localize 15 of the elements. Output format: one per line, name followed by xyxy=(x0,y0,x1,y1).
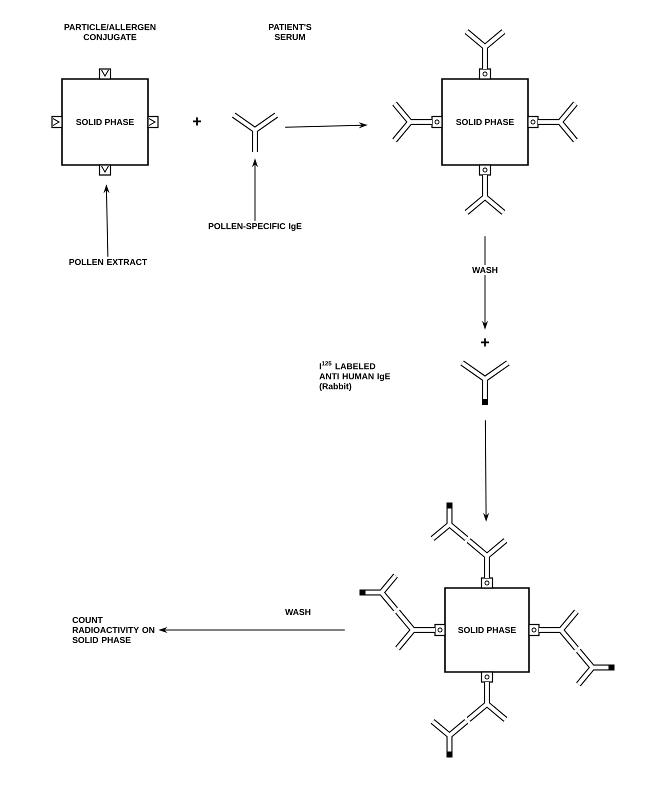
text-label: POLLEN-SPECIFIC IgE xyxy=(208,223,302,231)
plus-sign: + xyxy=(193,117,202,126)
solid-phase-box: SOLID PHASE xyxy=(441,78,529,166)
text-label: POLLEN EXTRACT xyxy=(69,258,148,266)
antibody-drawing xyxy=(459,360,511,408)
text-label: PARTICLE/ALLERGEN CONJUGATE xyxy=(64,24,156,40)
solid-phase-box: SOLID PHASE xyxy=(61,78,149,166)
plus-sign: + xyxy=(481,338,490,346)
text-label: COUNT RADIOACTIVITY ON SOLID PHASE xyxy=(72,616,154,644)
antibody-drawing xyxy=(230,112,280,155)
text-label: PATIENT'S SERUM xyxy=(268,24,312,40)
text-label: I$^{125}$ LABELED ANTI HUMAN IgE (Rabbit) xyxy=(319,361,390,392)
solid-phase-box: SOLID PHASE xyxy=(444,587,530,673)
edge-label: WASH xyxy=(283,606,313,618)
edge-label: WASH xyxy=(470,264,500,276)
